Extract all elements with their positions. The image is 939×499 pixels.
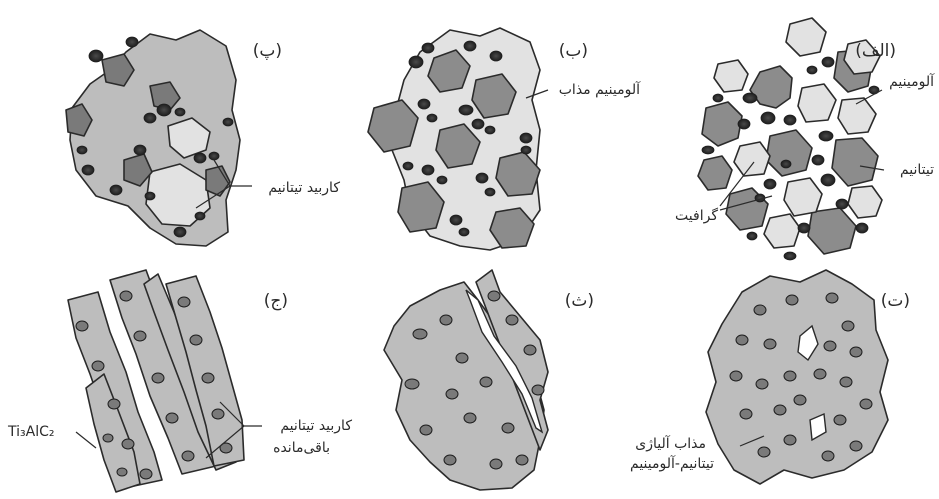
label-graphite: گرافیت <box>675 207 718 224</box>
label-residual-tic-2: باقی‌مانده <box>273 440 330 456</box>
panel-te <box>706 270 888 484</box>
panel-tag-be: (ب) <box>559 41 588 61</box>
panel-be <box>368 28 548 250</box>
label-ti3alc2: Ti₃AlC₂ <box>7 424 54 440</box>
panel-tag-jim: (ج) <box>264 291 288 311</box>
label-aluminum: آلومینیم <box>889 73 935 90</box>
label-molten-alloy-1: مذاب آلیاژی <box>635 435 706 452</box>
panel-tag-alef: (الف) <box>855 41 896 61</box>
panel-pe <box>66 30 252 246</box>
label-titanium-carbide: کاربید تیتانیم <box>268 180 340 196</box>
panel-tag-te: (ت) <box>881 291 910 311</box>
label-molten-aluminum: آلومینیم مذاب <box>559 81 641 98</box>
panel-the <box>384 270 548 490</box>
label-titanium: تیتانیم <box>900 162 934 178</box>
panel-tag-pe: (پ) <box>253 41 282 61</box>
panel-jim <box>68 270 262 492</box>
label-residual-tic-1: کاربید تیتانیم <box>280 418 352 434</box>
label-molten-alloy-2: تیتانیم-آلومینیم <box>630 455 714 472</box>
panel-tag-the: (ث) <box>565 291 594 311</box>
